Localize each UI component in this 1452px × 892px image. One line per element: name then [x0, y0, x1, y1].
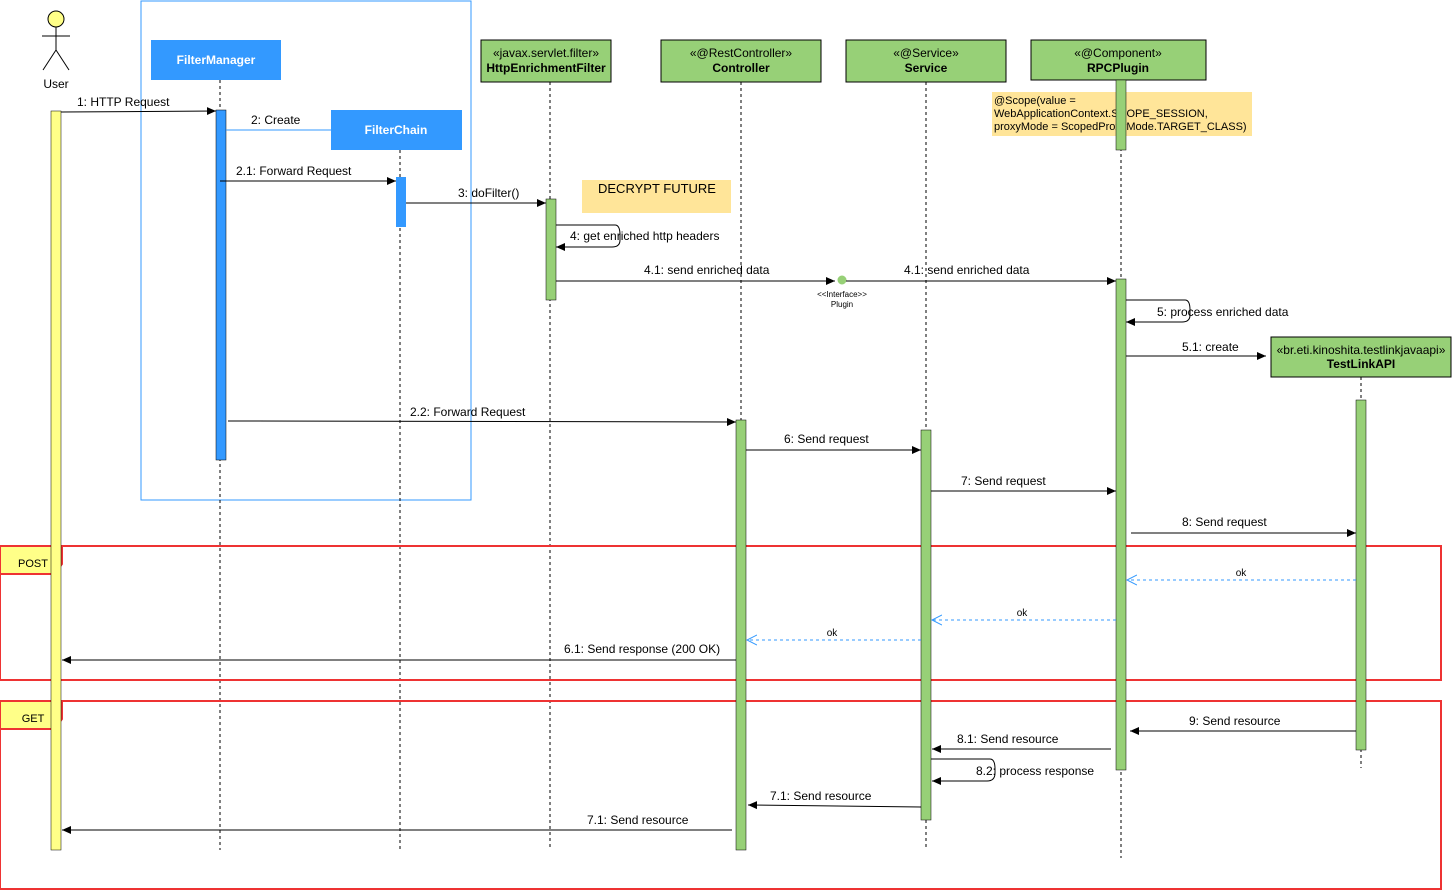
controller-name: Controller	[712, 61, 770, 75]
msg-5-label: 5: process enriched data	[1157, 305, 1289, 319]
rpc-plugin-activation	[1115, 278, 1127, 771]
msg-2-2-arrow	[227, 417, 737, 426]
msg-7-label: 7: Send request	[961, 474, 1046, 488]
user-activation	[50, 110, 62, 851]
controller-stereotype: «@RestController»	[690, 46, 793, 60]
user-actor: User	[42, 10, 70, 91]
post-frame	[0, 545, 1442, 681]
post-frame-label: POST	[18, 558, 48, 570]
msg-2-1-label: 2.1: Forward Request	[236, 164, 352, 178]
service-name: Service	[905, 61, 948, 75]
msg-5-1-label: 5.1: create	[1182, 340, 1239, 354]
rpc-plugin-stereotype: «@Component»	[1074, 46, 1162, 60]
lifelines	[219, 80, 1362, 858]
filter-boundary-frame	[140, 0, 472, 501]
reply-ok-3-label: ok	[827, 628, 839, 639]
testlink-activation	[1355, 399, 1367, 751]
decrypt-note	[582, 180, 731, 213]
msg-5-self-arrow	[1126, 299, 1191, 326]
service-activation	[920, 429, 932, 821]
controller-activation	[735, 419, 747, 851]
interface-stereotype: <<Interface>>	[817, 290, 867, 299]
scope-note-line1: @Scope(value =	[994, 95, 1076, 107]
msg-8-2-label: 8.2: process response	[976, 764, 1094, 778]
http-filter-name: HttpEnrichmentFilter	[486, 61, 606, 75]
testlink-box	[1270, 336, 1452, 378]
msg-1-arrow	[60, 107, 217, 116]
http-filter-box	[480, 39, 612, 83]
filter-manager-label: FilterManager	[177, 53, 256, 67]
http-filter-stereotype: «javax.servlet.filter»	[493, 46, 599, 60]
msg-3-label: 3: doFilter()	[458, 186, 519, 200]
get-frame	[0, 700, 1442, 890]
rpc-plugin-activation-top	[1115, 79, 1127, 151]
msg-9-label: 9: Send resource	[1189, 714, 1281, 728]
filter-manager-box	[151, 40, 281, 80]
filter-manager-activation	[215, 109, 227, 461]
rpc-plugin-name: RPCPlugin	[1087, 61, 1149, 75]
testlink-stereotype: «br.eti.kinoshita.testlinkjavaapi»	[1277, 343, 1446, 357]
msg-4-1b-label: 4.1: send enriched data	[904, 263, 1030, 277]
actor-label: User	[43, 77, 68, 91]
filter-chain-label: FilterChain	[365, 123, 428, 137]
http-filter-activation	[545, 198, 557, 301]
msg-4-self-arrow	[556, 224, 621, 251]
msg-6-1-label: 6.1: Send response (200 OK)	[564, 642, 720, 656]
msg-6-label: 6: Send request	[784, 432, 869, 446]
reply-ok-2-label: ok	[1017, 608, 1029, 619]
testlink-name: TestLinkAPI	[1327, 357, 1395, 371]
filter-chain-box	[331, 110, 462, 150]
msg-2-2-label: 2.2: Forward Request	[410, 405, 526, 419]
reply-ok-1-label: ok	[1236, 568, 1248, 579]
msg-7-1a-label: 7.1: Send resource	[770, 789, 872, 803]
msg-8-2-self-arrow	[931, 758, 996, 785]
service-stereotype: «@Service»	[893, 46, 959, 60]
msg-7-1a-arrow	[747, 801, 922, 810]
actor-head-icon	[47, 10, 65, 28]
messages: 1: HTTP Request 2: Create 2.1: Forward R…	[60, 95, 1356, 834]
msg-2-label: 2: Create	[251, 113, 301, 127]
msg-8-label: 8: Send request	[1182, 515, 1267, 529]
decrypt-note-text: DECRYPT FUTURE	[598, 181, 716, 196]
msg-7-1b-label: 7.1: Send resource	[587, 813, 689, 827]
filter-chain-activation	[396, 177, 406, 227]
controller-box	[660, 39, 822, 83]
msg-4-label: 4: get enriched http headers	[570, 229, 719, 243]
scope-note-line2: WebApplicationContext.SCOPE_SESSION,	[994, 108, 1208, 120]
msg-8-1-label: 8.1: Send resource	[957, 732, 1059, 746]
plugin-interface-icon	[837, 275, 847, 285]
service-box	[845, 39, 1007, 83]
interface-name: Plugin	[831, 300, 853, 309]
msg-1-label: 1: HTTP Request	[77, 95, 170, 109]
msg-4-1a-label: 4.1: send enriched data	[644, 263, 770, 277]
get-frame-label: GET	[22, 713, 45, 725]
